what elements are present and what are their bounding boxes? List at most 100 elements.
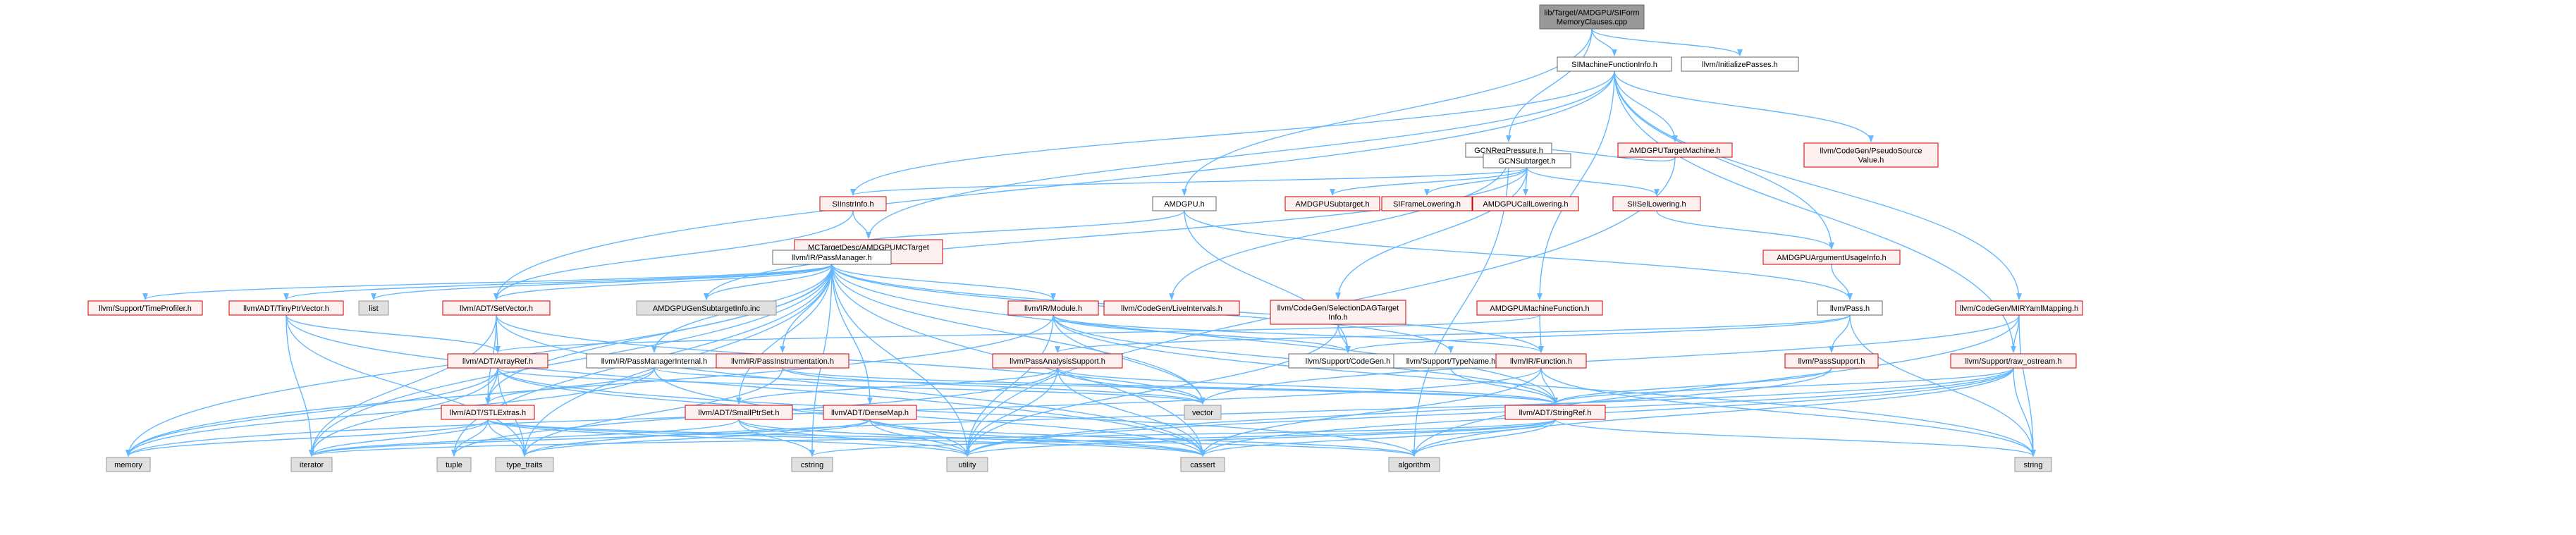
- edge-pmint-to-stlextras: [485, 367, 655, 405]
- node-algorithm: algorithm: [1388, 457, 1440, 472]
- edge-tinyptr-to-arrayref: [286, 314, 501, 353]
- edge-passinst-to-stringref: [782, 367, 1558, 405]
- node-densemap-label: llvm/ADT/DenseMap.h: [831, 409, 909, 417]
- edge-gcnsub-to-amdgpusub: [1330, 167, 1528, 196]
- node-amdgputm[interactable]: AMDGPUTargetMachine.h: [1617, 142, 1733, 158]
- node-simfi[interactable]: SIMachineFunctionInfo.h: [1557, 56, 1672, 72]
- edge-simfi-to-mctd: [866, 70, 1615, 239]
- node-rawos-box: [1950, 353, 2077, 369]
- node-pasup[interactable]: llvm/PassAnalysisSupport.h: [992, 353, 1123, 369]
- node-root[interactable]: lib/Target/AMDGPU/SIFormMemoryClauses.cp…: [1539, 4, 1645, 30]
- node-pmint[interactable]: llvm/IR/PassManagerInternal.h: [586, 353, 723, 369]
- node-argusage[interactable]: AMDGPUArgumentUsageInfo.h: [1762, 250, 1901, 265]
- node-root-box: [1539, 4, 1645, 30]
- node-string-label: string: [2024, 461, 2043, 469]
- node-passinst[interactable]: llvm/IR/PassInstrumentation.h: [716, 353, 850, 369]
- node-siisel-label: SIISelLowering.h: [1627, 200, 1686, 209]
- node-mirymap-label: llvm/CodeGen/MIRYamlMapping.h: [1960, 305, 2078, 313]
- node-tuple-box: [436, 457, 472, 472]
- edge-simfi-to-amdgputm: [1614, 70, 1678, 142]
- edge-simfi-to-argusage: [1614, 70, 1834, 250]
- node-root-label: MemoryClauses.cpp: [1557, 18, 1627, 27]
- node-seldag-label: llvm/CodeGen/SelectionDAGTarget: [1277, 305, 1399, 313]
- node-passh-label: llvm/Pass.h: [1830, 305, 1870, 313]
- node-passsup-label: llvm/PassSupport.h: [1798, 357, 1865, 366]
- node-irfunc-label: llvm/IR/Function.h: [1510, 357, 1572, 366]
- edge-pm-to-iterator: [309, 264, 833, 457]
- node-mirymap[interactable]: llvm/CodeGen/MIRYamlMapping.h: [1955, 300, 2083, 316]
- node-liveint[interactable]: llvm/CodeGen/LiveIntervals.h: [1103, 300, 1240, 316]
- node-cassert-label: cassert: [1190, 461, 1215, 469]
- node-densemap[interactable]: llvm/ADT/DenseMap.h: [823, 405, 917, 420]
- node-amdgpusub[interactable]: AMDGPUSubtarget.h: [1284, 196, 1380, 211]
- edge-passh-to-passsup: [1829, 314, 1851, 353]
- node-cassert-box: [1180, 457, 1225, 472]
- node-list: list: [358, 300, 389, 316]
- edge-siisel-to-argusage: [1656, 210, 1834, 250]
- node-timeprof[interactable]: llvm/Support/TimeProfiler.h: [87, 300, 203, 316]
- node-initpasses[interactable]: llvm/InitializePasses.h: [1681, 56, 1799, 72]
- node-stringref-label: llvm/ADT/StringRef.h: [1519, 409, 1592, 417]
- node-stlextras[interactable]: llvm/ADT/STLExtras.h: [441, 405, 535, 420]
- edge-pasup-to-stringref: [1057, 367, 1558, 405]
- node-amdgpucall-box: [1472, 196, 1579, 211]
- node-amdgpucall[interactable]: AMDGPUCallLowering.h: [1472, 196, 1579, 211]
- edge-mirymap-to-vector: [1200, 314, 2020, 405]
- node-liveint-label: llvm/CodeGen/LiveIntervals.h: [1121, 305, 1222, 313]
- node-passh[interactable]: llvm/Pass.h: [1817, 300, 1883, 316]
- node-smallptr[interactable]: llvm/ADT/SmallPtrSet.h: [685, 405, 793, 420]
- node-passinst-label: llvm/IR/PassInstrumentation.h: [731, 357, 834, 366]
- node-pasup-label: llvm/PassAnalysisSupport.h: [1010, 357, 1105, 366]
- edge-setvec-to-iterator: [309, 314, 497, 457]
- node-typename[interactable]: llvm/Support/TypeName.h: [1393, 353, 1509, 369]
- node-gcnsub[interactable]: GCNSubtarget.h: [1483, 153, 1571, 168]
- edge-seldag-to-codegen: [1337, 324, 1351, 353]
- node-setvec[interactable]: llvm/ADT/SetVector.h: [442, 300, 551, 316]
- edge-simfi-to-psv: [1614, 70, 1874, 142]
- node-amdgpumf[interactable]: AMDGPUMachineFunction.h: [1476, 300, 1603, 316]
- node-pm-box: [772, 250, 892, 265]
- edge-stlextras-to-memory: [125, 419, 489, 457]
- edge-arrayref-to-memory: [125, 367, 498, 457]
- node-string-box: [2014, 457, 2052, 472]
- edge-gcnrp-to-algorithm: [1411, 156, 1509, 457]
- edge-rawos-to-typetraits: [522, 367, 2014, 457]
- node-pm[interactable]: llvm/IR/PassManager.h: [772, 250, 892, 265]
- node-list-box: [358, 300, 389, 316]
- edge-pm-to-smallptr: [736, 264, 833, 405]
- node-stlextras-label: llvm/ADT/STLExtras.h: [450, 409, 526, 417]
- node-arrayref-label: llvm/ADT/ArrayRef.h: [462, 357, 533, 366]
- node-tinyptr[interactable]: llvm/ADT/TinyPtrVector.h: [228, 300, 344, 316]
- edge-smallptr-to-iterator: [309, 419, 740, 457]
- node-codegen[interactable]: llvm/Support/CodeGen.h: [1288, 353, 1408, 369]
- node-irmodule[interactable]: llvm/IR/Module.h: [1007, 300, 1099, 316]
- edge-irmodule-to-memory: [125, 314, 1054, 457]
- node-iterator: iterator: [290, 457, 333, 472]
- edge-passsup-to-utility: [964, 367, 1832, 457]
- node-amdgpucall-label: AMDGPUCallLowering.h: [1483, 200, 1568, 209]
- node-siisel[interactable]: SIISelLowering.h: [1612, 196, 1701, 211]
- node-irfunc[interactable]: llvm/IR/Function.h: [1495, 353, 1587, 369]
- edge-pmint-to-utility: [654, 367, 970, 457]
- edge-root-to-simfi: [1591, 28, 1617, 56]
- node-smallptr-box: [685, 405, 793, 420]
- node-arrayref[interactable]: llvm/ADT/ArrayRef.h: [447, 353, 548, 369]
- node-memory-box: [106, 457, 151, 472]
- node-rawos[interactable]: llvm/Support/raw_ostream.h: [1950, 353, 2077, 369]
- node-siinstr[interactable]: SIInstrInfo.h: [819, 196, 887, 211]
- edge-pmint-to-memory: [125, 367, 655, 457]
- edge-simfi-to-rawos: [1614, 70, 2016, 353]
- node-amdgpuh[interactable]: AMDGPU.h: [1152, 196, 1217, 211]
- node-passsup[interactable]: llvm/PassSupport.h: [1784, 353, 1879, 369]
- edge-irfunc-to-string: [1540, 367, 2036, 457]
- node-amdgpumf-label: AMDGPUMachineFunction.h: [1490, 305, 1589, 313]
- node-siframe[interactable]: SIFrameLowering.h: [1381, 196, 1473, 211]
- edge-arrayref-to-vector: [497, 367, 1206, 405]
- edge-stringref-to-string: [1554, 419, 2036, 457]
- edge-smallptr-to-cassert: [738, 419, 1206, 457]
- node-stringref[interactable]: llvm/ADT/StringRef.h: [1504, 405, 1606, 420]
- node-densemap-box: [823, 405, 917, 420]
- node-mirymap-box: [1955, 300, 2083, 316]
